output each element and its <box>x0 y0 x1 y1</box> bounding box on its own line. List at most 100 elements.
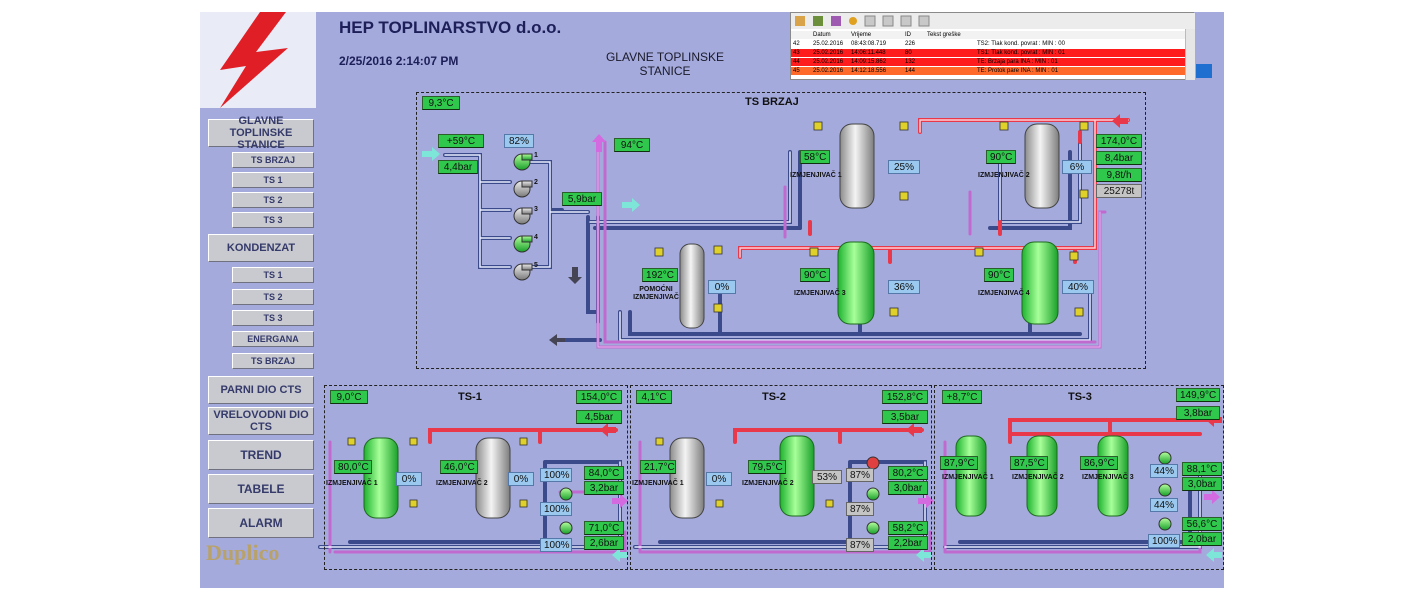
pump-number: 3 <box>534 206 538 213</box>
nav-trend[interactable]: TREND <box>208 440 314 470</box>
nav-kond-energana[interactable]: ENERGANA <box>232 331 314 347</box>
ts2-hx1-temp: 21,7°C <box>640 460 676 474</box>
brzaj-pump-pct: 82% <box>504 134 534 148</box>
alarm-cell-n: 45 <box>793 68 800 74</box>
screen-title-line2: STANICE <box>639 64 691 78</box>
col-tekst: Tekst greške <box>927 32 961 38</box>
pump-number: 1 <box>534 152 538 159</box>
alarm-scrollbar[interactable] <box>1185 29 1195 80</box>
brzaj-hx2-valve-pct: 6% <box>1062 160 1092 174</box>
alarm-cell-n: 42 <box>793 41 800 47</box>
alarm-cell-text: TS1: Tlak kond. povrat : MIN : 01 <box>977 50 1065 56</box>
ts2-pump2-pct: 87% <box>846 502 874 516</box>
nav-kond-ts1[interactable]: TS 1 <box>232 267 314 283</box>
nav-ts2[interactable]: TS 2 <box>232 192 314 208</box>
ts3-ret-press: 2,0bar <box>1182 532 1222 546</box>
brzaj-hx3-temp: 90°C <box>800 268 830 282</box>
ts2-pump1-pct: 87% <box>846 468 874 482</box>
company-name: HEP TOPLINARSTVO d.o.o. <box>339 18 562 37</box>
toolbar-icon <box>918 15 930 27</box>
ts2-hx2-temp: 79,5°C <box>748 460 786 474</box>
brzaj-pump-temp: +59°C <box>438 134 484 148</box>
ts1-in-press: 4,5bar <box>576 410 622 424</box>
toolbar-icon <box>813 16 823 26</box>
ts1-ret-press: 2,6bar <box>584 536 624 550</box>
nav-kond-ts2[interactable]: TS 2 <box>232 289 314 305</box>
brzaj-hxp-valve-pct: 0% <box>708 280 736 294</box>
brzaj-pump-press: 4,4bar <box>438 160 478 174</box>
nav-parni-dio-cts[interactable]: PARNI DIO CTS <box>208 376 314 404</box>
alarm-cell-date: 25.02.2016 <box>813 59 844 65</box>
nav-kond-ts3[interactable]: TS 3 <box>232 310 314 326</box>
alarm-cell-text: TE: Brzaja para INA : MIN : 01 <box>977 59 1058 65</box>
nav-tabele[interactable]: TABELE <box>208 474 314 504</box>
ts2-title: TS-2 <box>762 391 786 403</box>
brzaj-steam-temp: 174,0°C <box>1096 134 1142 148</box>
nav-kondenzat[interactable]: KONDENZAT <box>208 234 314 262</box>
alarm-cell-n: 44 <box>793 59 800 65</box>
ts1-ambient-temp: 9,0°C <box>330 390 368 404</box>
alarm-cell-date: 25.02.2016 <box>813 68 844 74</box>
brzaj-ambient-temp: 9,3°C <box>422 96 460 110</box>
brzaj-hx3-label: IZMJENJIVAČ 3 <box>794 290 846 297</box>
brzaj-return-temp: 94°C <box>614 138 650 152</box>
brzaj-hx1-valve-pct: 25% <box>888 160 920 174</box>
alarm-cell-id: 132 <box>905 59 916 65</box>
toolbar-icon <box>864 15 876 27</box>
nav-ts3[interactable]: TS 3 <box>232 212 314 228</box>
ts2-in-temp: 152,8°C <box>882 390 928 404</box>
brzaj-hxp-temp: 192°C <box>642 268 678 282</box>
ts3-ret-temp: 56,6°C <box>1182 517 1222 531</box>
alarm-header-row: Datum Vrijeme ID Tekst greške <box>791 31 1195 39</box>
toolbar-icon <box>900 15 912 27</box>
brzaj-hx4-temp: 90°C <box>984 268 1014 282</box>
nav-glavne-toplinske-stanice[interactable]: GLAVNE TOPLINSKE STANICE <box>208 115 314 151</box>
screen-title: GLAVNE TOPLINSKE STANICE <box>590 50 740 78</box>
ts3-section <box>934 385 1224 570</box>
alarm-cell-id: 144 <box>905 68 916 74</box>
duplico-logo: Duplico <box>206 540 280 565</box>
col-datum: Datum <box>813 32 831 38</box>
nav-ts-brzaj[interactable]: TS BRZAJ <box>232 152 314 168</box>
alarm-toolbar <box>791 13 1195 29</box>
ts3-hx1-label: IZMJENJIVAČ 1 <box>942 474 994 481</box>
nav-vrelovodni-dio-cts[interactable]: VRELOVODNI DIO CTS <box>208 407 314 435</box>
ts2-out-press: 3,0bar <box>888 481 928 495</box>
brzaj-hxp-label: POMOĆNI IZMJENJIVAČ <box>628 286 684 302</box>
ts1-hx1-temp: 80,0°C <box>334 460 372 474</box>
ts1-title: TS-1 <box>458 391 482 403</box>
toolbar-icon <box>882 15 894 27</box>
windows-icon <box>1196 64 1212 78</box>
brzaj-hx1-temp: 58°C <box>800 150 830 164</box>
ts1-pump3-pct: 100% <box>540 538 572 552</box>
ts3-out-temp: 88,1°C <box>1182 462 1222 476</box>
ts-brzaj-section <box>416 92 1146 369</box>
ts1-hx2-temp: 46,0°C <box>440 460 478 474</box>
brzaj-hx1-label: IZMJENJIVAČ 1 <box>790 172 842 179</box>
ts1-out-press: 3,2bar <box>584 481 624 495</box>
alarm-cell-id: 80 <box>905 50 912 56</box>
ts2-hx1-valve-pct: 0% <box>706 472 732 486</box>
datetime-display: 2/25/2016 2:14:07 PM <box>339 54 459 68</box>
ts-brzaj-title: TS BRZAJ <box>745 96 799 108</box>
ts2-ret-temp: 58,2°C <box>888 521 928 535</box>
ts3-in-press: 3,8bar <box>1176 406 1220 420</box>
toolbar-icon <box>849 17 857 25</box>
ts1-hx1-valve-pct: 0% <box>396 472 422 486</box>
ts3-hx1-temp: 87,9°C <box>940 456 978 470</box>
ts2-hx2-valve-pct: 53% <box>812 470 842 484</box>
ts1-hx1-label: IZMJENJIVAČ 1 <box>326 480 378 487</box>
brzaj-hx2-temp: 90°C <box>986 150 1016 164</box>
nav-ts1[interactable]: TS 1 <box>232 172 314 188</box>
ts3-hx2-temp: 87,5°C <box>1010 456 1048 470</box>
nav-kond-ts-brzaj[interactable]: TS BRZAJ <box>232 353 314 369</box>
brzaj-hxp-label-2: IZMJENJIVAČ <box>633 294 679 301</box>
alarm-cell-time: 14:06:11.448 <box>851 50 886 56</box>
brzaj-hx4-label: IZMJENJIVAČ 4 <box>978 290 1030 297</box>
alarm-cell-date: 25.02.2016 <box>813 50 844 56</box>
nav-alarm[interactable]: ALARM <box>208 508 314 538</box>
